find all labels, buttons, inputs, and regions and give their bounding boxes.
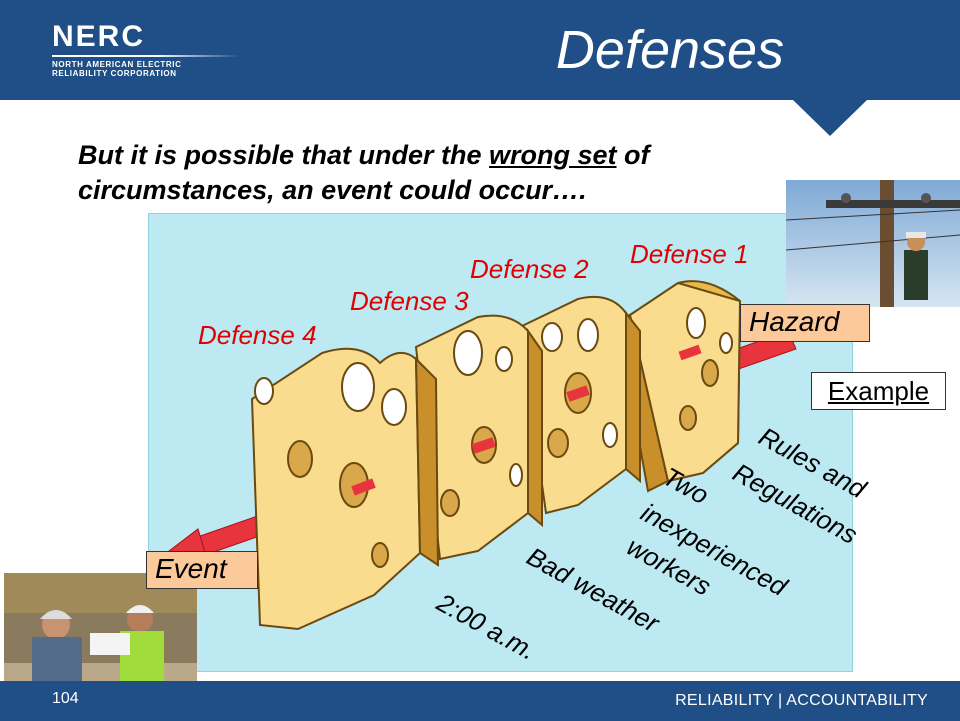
swiss-cheese-diagram <box>148 280 797 631</box>
slide-title: Defenses <box>555 20 785 80</box>
footer-bar: RELIABILITY | ACCOUNTABILITY <box>0 681 960 721</box>
arrow-through-hole-3 <box>471 437 496 454</box>
arrow-through-hole-1 <box>678 344 702 361</box>
example-button[interactable]: Example <box>811 372 946 410</box>
header-bar <box>0 0 960 100</box>
arrow-through-hole-4 <box>351 478 376 496</box>
subtitle-part2: of circumstances, an event could occur…. <box>78 140 650 205</box>
cheese-slice-4 <box>250 347 440 631</box>
logo-rule <box>52 55 240 57</box>
defense-2-label: Defense 2 <box>470 254 589 284</box>
header-notch <box>793 100 867 136</box>
page-number: 104 <box>52 690 79 707</box>
cheese-slice-1 <box>616 280 742 493</box>
defense-4-label: Defense 4 <box>198 320 317 350</box>
hazard-label: Hazard <box>740 304 870 342</box>
subtitle-underlined: wrong set <box>489 140 617 170</box>
subtitle-part1: But it is possible that under the <box>78 140 490 170</box>
footer-tagline: RELIABILITY | ACCOUNTABILITY <box>675 692 928 709</box>
logo-subtitle-line1: NORTH AMERICAN ELECTRIC <box>52 60 182 69</box>
nerc-logo: NERC NORTH AMERICAN ELECTRIC RELIABILITY… <box>52 22 240 78</box>
cheese-slice-3 <box>414 314 543 561</box>
defense-3-label: Defense 3 <box>350 286 469 316</box>
cheese-slice-2 <box>518 295 641 515</box>
defense-1-label: Defense 1 <box>630 239 749 269</box>
event-label: Event <box>146 551 258 589</box>
example-text: Example <box>827 376 930 406</box>
slide-subtitle: But it is possible that under the wrong … <box>78 138 798 208</box>
logo-wordmark: NERC <box>52 20 146 53</box>
arrow-through-hole-2 <box>566 385 590 402</box>
lineman-photo <box>786 180 960 307</box>
logo-subtitle-line2: RELIABILITY CORPORATION <box>52 69 177 78</box>
